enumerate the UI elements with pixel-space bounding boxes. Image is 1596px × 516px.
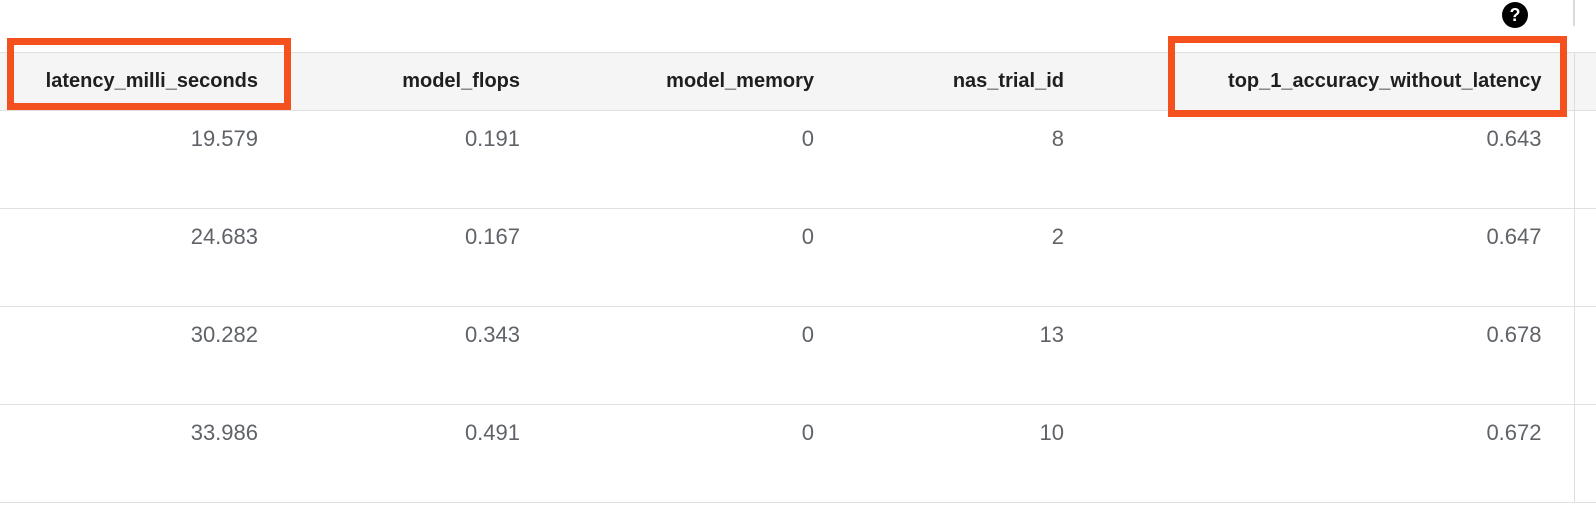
table-cell: 19.579 [0,110,290,209]
table-cell-overflow [1573,306,1596,405]
table-cell: 0 [552,306,846,405]
table-cell-overflow [1573,110,1596,209]
table-cell: 0.643 [1096,110,1574,209]
table-cell: 10 [846,404,1096,503]
column-header-latency_milli_seconds[interactable]: latency_milli_seconds [0,52,290,111]
column-header-top_1_accuracy_without_latency[interactable]: top_1_accuracy_without_latency [1096,52,1574,111]
table-cell-overflow [1573,208,1596,307]
column-header-nas_trial_id[interactable]: nas_trial_id [846,52,1096,111]
help-icon[interactable]: ? [1502,2,1528,28]
table-cell: 8 [846,110,1096,209]
column-header-model_memory[interactable]: model_memory [552,52,846,111]
table-cell: 0.343 [290,306,552,405]
table-cell: 13 [846,306,1096,405]
table-cell: 2 [846,208,1096,307]
table-cell: 0.491 [290,404,552,503]
table-cell: 0.191 [290,110,552,209]
column-header-overflow [1573,52,1596,111]
table-cell-overflow [1573,404,1596,503]
column-header-model_flops[interactable]: model_flops [290,52,552,111]
table-cell: 33.986 [0,404,290,503]
table-cell: 0 [552,404,846,503]
panel-edge-divider [1573,0,1575,26]
table-cell: 0 [552,110,846,209]
table-cell: 0.678 [1096,306,1574,405]
table-cell: 0.647 [1096,208,1574,307]
table-cell: 30.282 [0,306,290,405]
table-cell: 0.167 [290,208,552,307]
top-strip: ? [0,0,1596,52]
table-cell: 24.683 [0,208,290,307]
table-cell: 0 [552,208,846,307]
table-cell: 0.672 [1096,404,1574,503]
